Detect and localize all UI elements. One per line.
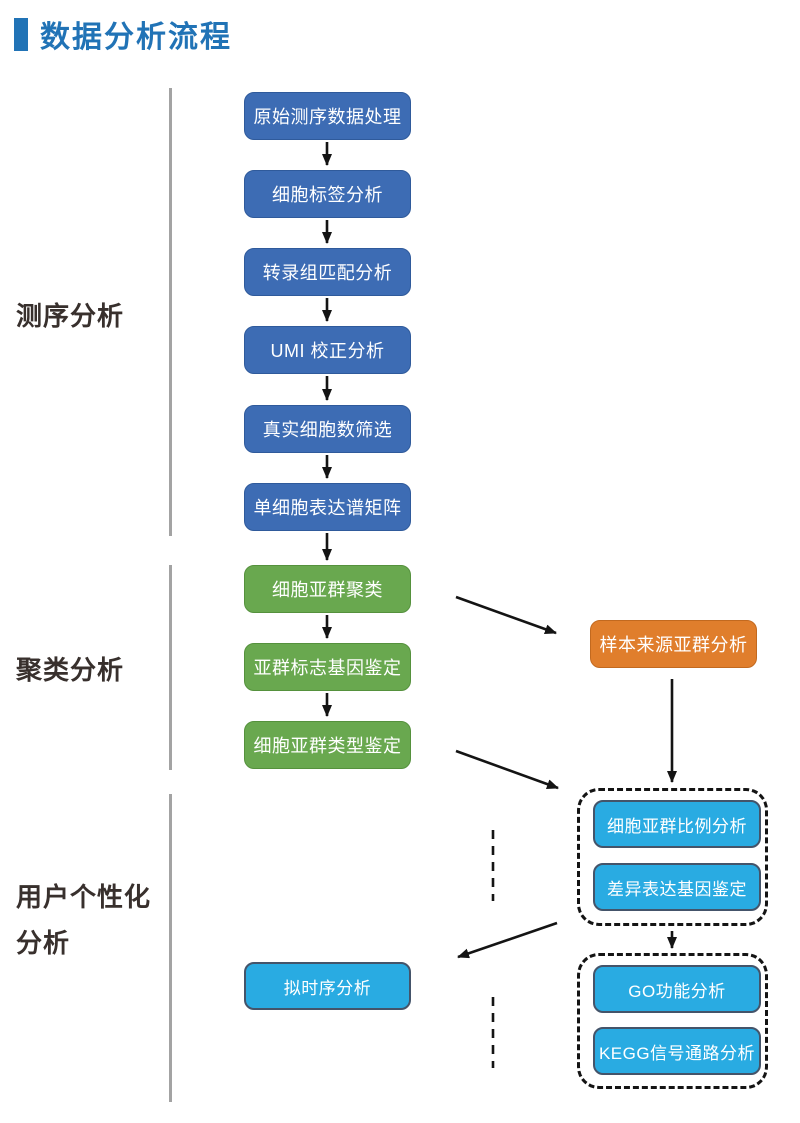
page-title-bar: 数据分析流程 (14, 12, 232, 56)
node-marker-gene-identification: 亚群标志基因鉴定 (244, 643, 411, 691)
node-expression-matrix: 单细胞表达谱矩阵 (244, 483, 411, 531)
node-true-cell-screening: 真实细胞数筛选 (244, 405, 411, 453)
section-label-clustering: 聚类分析 (16, 655, 125, 685)
arrow-clustering-to-sample-source (455, 595, 557, 635)
node-differential-expression-genes: 差异表达基因鉴定 (593, 863, 761, 911)
arrow-type-id-to-proportion-group (455, 749, 559, 790)
section-divider-clustering (169, 565, 172, 770)
node-raw-sequencing-processing: 原始测序数据处理 (244, 92, 411, 140)
node-subcluster-type-identification: 细胞亚群类型鉴定 (244, 721, 411, 769)
node-kegg-pathway-analysis: KEGG信号通路分析 (593, 1027, 761, 1075)
node-cell-barcode-analysis: 细胞标签分析 (244, 170, 411, 218)
node-umi-correction: UMI 校正分析 (244, 326, 411, 374)
group-proportion-diffexp: 细胞亚群比例分析 差异表达基因鉴定 (577, 788, 768, 926)
node-pseudotime-analysis: 拟时序分析 (244, 962, 411, 1010)
page-title: 数据分析流程 (40, 21, 232, 54)
section-label-personalized-line2: 分析 (16, 928, 71, 958)
node-subcluster-clustering: 细胞亚群聚类 (244, 565, 411, 613)
node-go-function-analysis: GO功能分析 (593, 965, 761, 1013)
group-go-kegg: GO功能分析 KEGG信号通路分析 (577, 953, 768, 1089)
node-subcluster-proportion-analysis: 细胞亚群比例分析 (593, 800, 761, 848)
node-sample-source-analysis: 样本来源亚群分析 (590, 620, 757, 668)
title-bullet-icon (14, 17, 28, 51)
arrow-group-to-pseudotime (457, 921, 558, 959)
section-label-personalized: 用户个性化 分析 (16, 874, 151, 966)
node-transcriptome-matching: 转录组匹配分析 (244, 248, 411, 296)
section-label-personalized-line1: 用户个性化 (16, 882, 152, 912)
section-divider-personalized (169, 794, 172, 1102)
section-label-sequencing: 测序分析 (16, 301, 125, 331)
section-divider-sequencing (169, 88, 172, 536)
